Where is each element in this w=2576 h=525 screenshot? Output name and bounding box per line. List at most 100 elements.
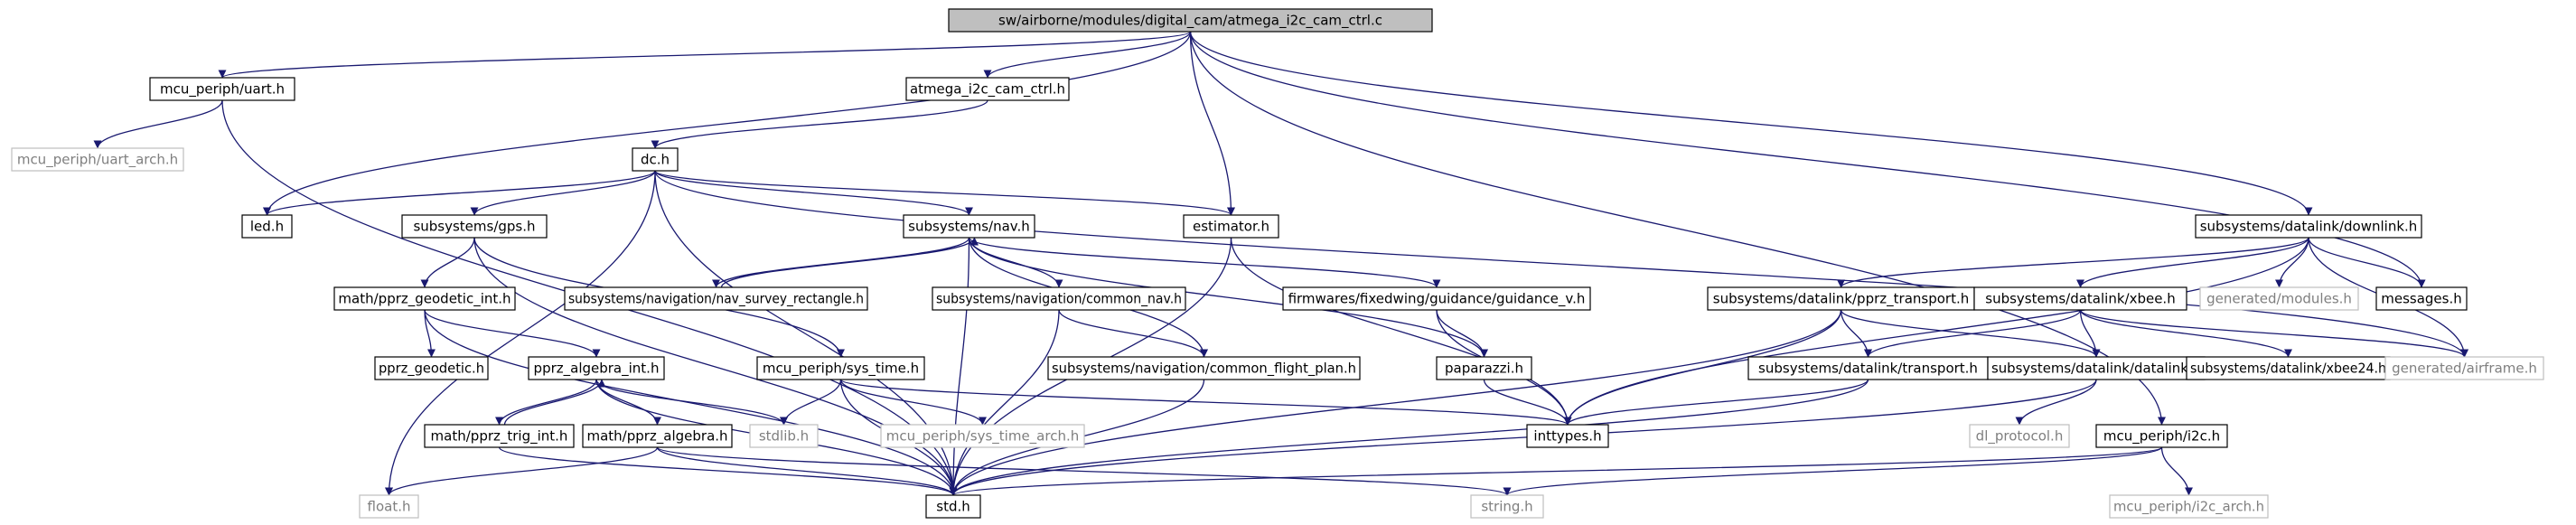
node-nav-h[interactable]: subsystems/nav.h [903,214,1035,239]
node-label: subsystems/navigation/common_nav.h [936,291,1182,308]
node-box [149,77,295,101]
node-paparazzi-h[interactable]: paparazzi.h [1436,356,1532,380]
node-label: messages.h [2381,291,2462,307]
node-label: generated/airframe.h [2392,361,2537,377]
node-sys-time[interactable]: mcu_periph/sys_time.h [756,356,925,380]
node-box [880,424,1085,448]
node-label: subsystems/datalink/transport.h [1758,361,1978,377]
node-label: generated/modules.h [2206,291,2352,307]
node-box [756,356,925,380]
node-label: float.h [368,499,411,515]
node-box [2384,356,2544,380]
node-downlink-h[interactable]: subsystems/datalink/downlink.h [2195,214,2422,239]
node-std-h[interactable]: std.h [925,494,981,519]
node-common-nav[interactable]: subsystems/navigation/common_nav.h [932,286,1186,311]
node-box [564,286,868,311]
node-box [528,356,665,380]
edge-downlink-h-to-pprz-transport [1837,237,2309,288]
node-label: subsystems/datalink/downlink.h [2200,219,2418,235]
node-box [1436,356,1532,380]
edge-nav-h-to-common-nav [968,237,1063,288]
node-inttypes-h[interactable]: inttypes.h [1526,424,1609,448]
node-estimator-h[interactable]: estimator.h [1183,214,1279,239]
node-pprz-algebra[interactable]: math/pprz_algebra.h [582,424,733,448]
node-common-fp[interactable]: subsystems/navigation/common_flight_plan… [1047,356,1361,380]
edge-dc-h-to-estimator-h [654,170,1235,216]
node-box [2199,286,2359,311]
node-label: paparazzi.h [1445,361,1523,377]
node-atmega-h[interactable]: atmega_i2c_cam_ctrl.h [905,77,1070,101]
node-dc-h[interactable]: dc.h [632,147,679,172]
node-box [948,8,1433,33]
node-box [1973,286,2187,311]
edge-gps-h-to-geodetic-int [420,237,475,288]
edge-pprz-transport-to-std-h [949,309,1842,496]
node-label: mcu_periph/sys_time.h [763,361,919,378]
node-nav-survey[interactable]: subsystems/navigation/nav_survey_rectang… [564,286,868,311]
node-trig-int[interactable]: math/pprz_trig_int.h [424,424,575,448]
node-gps-h[interactable]: subsystems/gps.h [401,214,548,239]
node-pprz-geodetic[interactable]: pprz_geodetic.h [374,356,489,380]
node-box [424,424,575,448]
node-label: subsystems/datalink/xbee24.h [2190,361,2386,377]
edge-nav-survey-to-nav-h [720,237,979,288]
node-box [903,214,1035,239]
node-label: math/pprz_trig_int.h [431,428,568,445]
node-transport-h[interactable]: subsystems/datalink/transport.h [1747,356,1989,380]
node-label: estimator.h [1193,219,1269,235]
node-uart-h[interactable]: mcu_periph/uart.h [149,77,295,101]
node-box [333,286,516,311]
node-messages-h[interactable]: messages.h [2375,286,2468,311]
node-algebra-int[interactable]: pprz_algebra_int.h [528,356,665,380]
node-root: sw/airborne/modules/digital_cam/atmega_i… [948,8,1433,33]
node-label: firmwares/fixedwing/guidance/guidance_v.… [1288,291,1586,308]
node-label: string.h [1481,499,1532,515]
edge-gps-h-to-std-h [473,237,958,496]
node-box [2186,356,2391,380]
node-box [11,147,184,172]
edge-sys-time-to-inttypes-h [839,379,1572,426]
node-pprz-transport[interactable]: subsystems/datalink/pprz_transport.h [1707,286,1975,311]
edge-dc-h-to-gen-airframe [654,170,2468,358]
node-box [582,424,733,448]
node-label: dc.h [641,152,670,168]
node-box [2109,494,2269,519]
edge-pprz-algebra-to-string-h [656,446,1512,496]
node-label: subsystems/gps.h [413,219,535,235]
node-label: led.h [250,219,284,235]
node-gen-modules: generated/modules.h [2199,286,2359,311]
node-xbee24[interactable]: subsystems/datalink/xbee24.h [2186,356,2391,380]
node-box [1470,494,1544,519]
node-datalink-h[interactable]: subsystems/datalink/datalink.h [1987,356,2206,380]
node-led-h[interactable]: led.h [241,214,293,239]
node-xbee-h[interactable]: subsystems/datalink/xbee.h [1973,286,2187,311]
edge-xbee-h-to-xbee24 [2079,309,2292,358]
node-box [1747,356,1989,380]
node-guidance-v[interactable]: firmwares/fixedwing/guidance/guidance_v.… [1282,286,1591,311]
node-i2c-h[interactable]: mcu_periph/i2c.h [2095,424,2228,448]
edge-xbee-h-to-datalink-h [2079,309,2101,358]
edge-common-nav-to-common-fp [1058,309,1208,358]
edge-datalink-h-to-dl-protocol [2015,379,2097,426]
nodes-layer: sw/airborne/modules/digital_cam/atmega_i… [11,8,2544,519]
edge-transport-h-to-std-h [949,379,1869,496]
node-box [401,214,548,239]
node-geodetic-int[interactable]: math/pprz_geodetic_int.h [333,286,516,311]
node-gen-airframe: generated/airframe.h [2384,356,2544,380]
node-label: subsystems/datalink/xbee.h [1985,291,2175,307]
edge-uart-h-to-uart-arch [93,99,223,149]
node-label: mcu_periph/i2c_arch.h [2113,499,2264,516]
node-box [932,286,1186,311]
edge-downlink-h-to-inttypes-h [1563,237,2309,426]
edge-trig-int-to-std-h [498,446,958,496]
edge-pprz-transport-to-transport-h [1840,309,1873,358]
node-box [1969,424,2070,448]
edge-pprz-algebra-to-std-h [656,446,958,496]
node-box [2095,424,2228,448]
edge-xbee-h-to-transport-h [1864,309,2082,358]
node-dl-protocol: dl_protocol.h [1969,424,2070,448]
node-label: subsystems/navigation/common_flight_plan… [1052,361,1356,378]
edge-nav-h-to-std-h [949,237,970,496]
node-label: subsystems/nav.h [908,219,1030,235]
